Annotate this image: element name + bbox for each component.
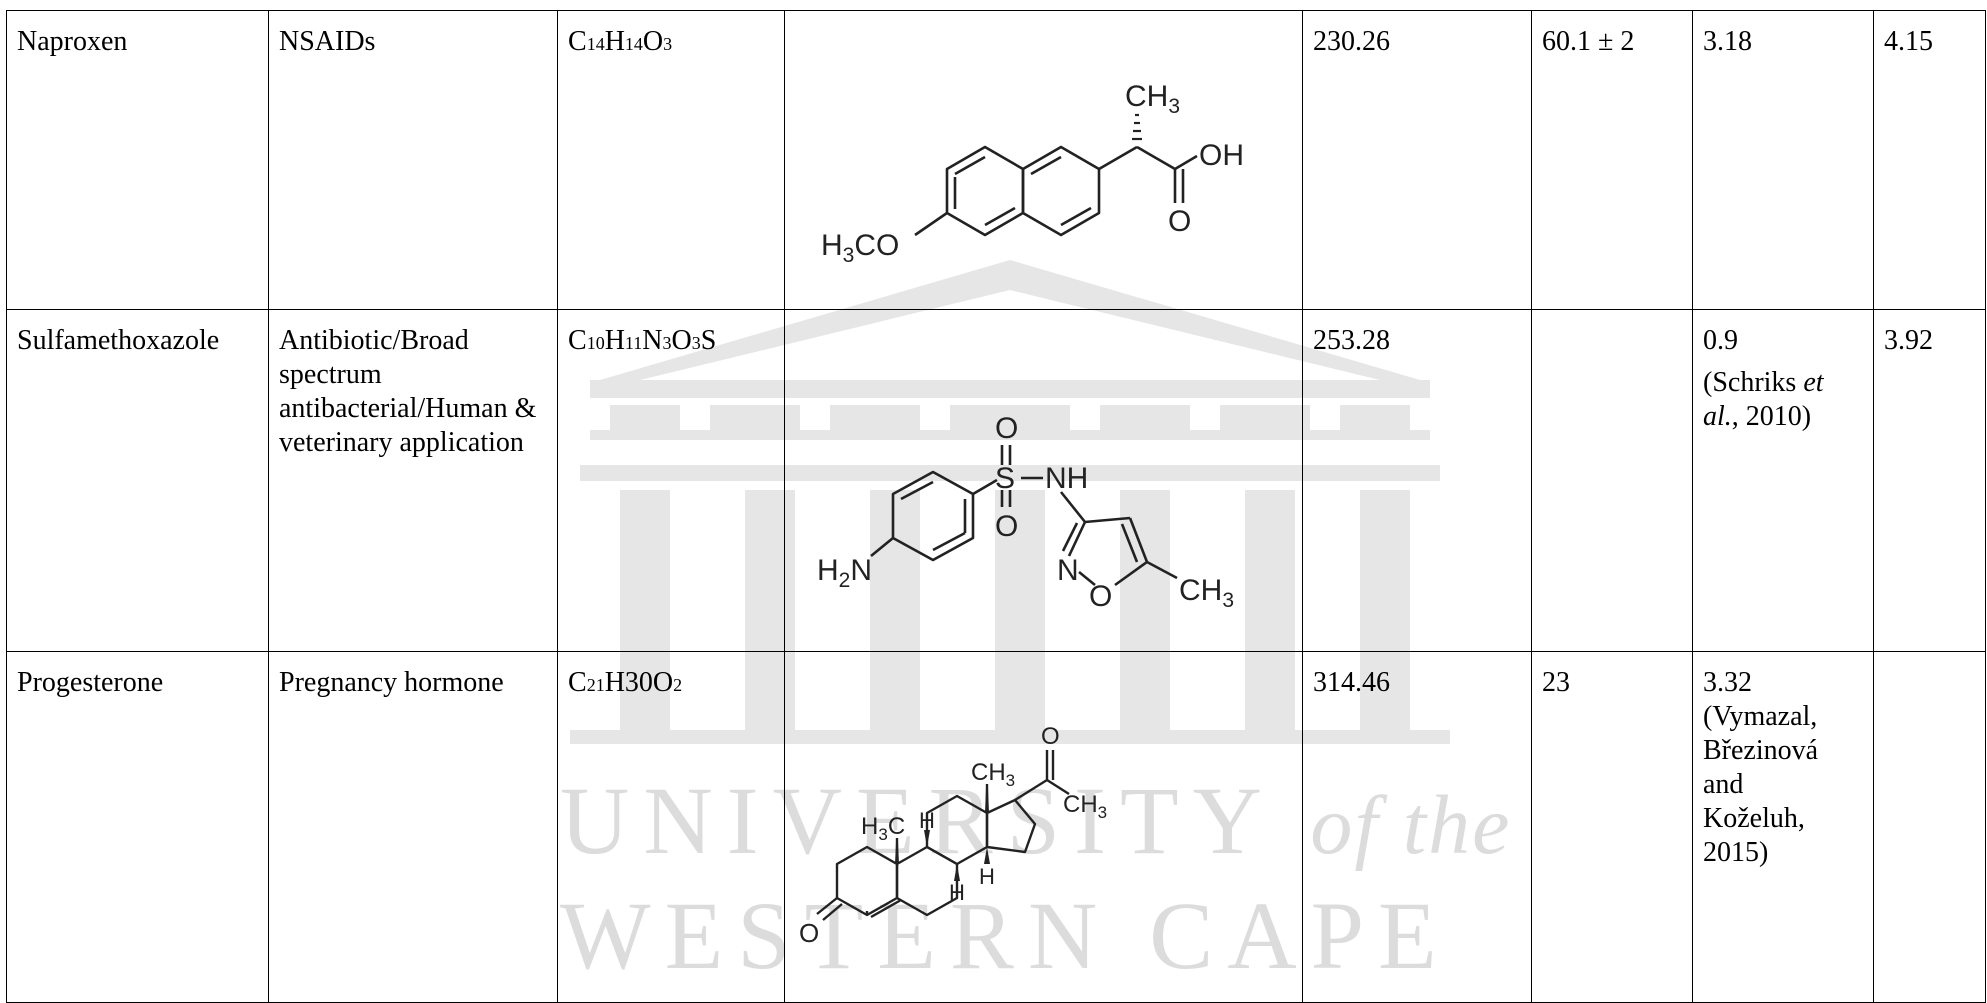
compound-name-cell: Progesterone: [6, 651, 269, 1003]
h-label: H: [919, 808, 935, 833]
col7-cell: 3.32 (Vymazal, Březinová and Koželuh, 20…: [1692, 651, 1874, 1003]
structure-cell: CH3 OH O H3CO: [784, 10, 1303, 310]
compound-name-cell: Naproxen: [6, 10, 269, 310]
reference-line: Březinová: [1703, 735, 1819, 766]
molecular-weight-cell: 314.46: [1302, 651, 1532, 1003]
ch3-label: CH3: [971, 759, 1015, 790]
compound-class-cell: NSAIDs: [268, 10, 558, 310]
formula-cell: C14H14O3: [557, 10, 785, 310]
molecular-weight-cell: 253.28: [1302, 309, 1532, 652]
ch3-label: CH3: [1179, 574, 1234, 612]
col6-cell: 60.1 ± 2: [1531, 10, 1693, 310]
compound-name-cell: Sulfamethoxazole: [6, 309, 269, 652]
reference-line: and: [1703, 769, 1744, 800]
col7-cell: 3.18: [1692, 10, 1874, 310]
h-label: H: [949, 880, 965, 905]
compound-class-cell: Pregnancy hormone: [268, 651, 558, 1003]
ch3-label: CH3: [1125, 80, 1180, 118]
reference-line: Koželuh,: [1703, 803, 1805, 834]
compound-class-cell: Antibiotic/Broad spectrum antibacterial/…: [268, 309, 558, 652]
reference-line: (Vymazal,: [1703, 701, 1818, 732]
reference-line: 2015): [1703, 837, 1769, 868]
formula-cell: C10H11N3O3S: [557, 309, 785, 652]
value-text: 3.32: [1703, 667, 1752, 698]
compound-properties-table: Naproxen NSAIDs C14H14O3: [6, 10, 1986, 1003]
ch3-label: CH3: [1063, 791, 1107, 822]
sulfamethoxazole-structure: O S NH O H2N N O CH3: [817, 412, 1234, 613]
h-label: H: [979, 864, 995, 889]
col8-cell: 4.15: [1873, 10, 1986, 310]
col8-cell: [1873, 651, 1986, 1003]
molecular-weight-cell: 230.26: [1302, 10, 1532, 310]
methoxy-label: H3CO: [821, 229, 899, 267]
sulfonyl-o-top-label: O: [995, 412, 1018, 445]
table-row: Naproxen NSAIDs C14H14O3: [6, 10, 1986, 310]
sulfur-label: S: [995, 462, 1015, 495]
table-row: Progesterone Pregnancy hormone C21H30O2: [6, 651, 1986, 1003]
nh-label: NH: [1045, 462, 1088, 495]
progesterone-structure: O CH3 CH3 H3C H H H O: [799, 723, 1107, 948]
formula-cell: C21H30O2: [557, 651, 785, 1003]
oh-label: OH: [1199, 139, 1244, 172]
h3c-label: H3C: [861, 813, 905, 844]
col7-cell: 0.9 (Schriks et al., 2010): [1692, 309, 1874, 652]
col6-cell: [1531, 309, 1693, 652]
ketone-o-bottom-label: O: [799, 918, 819, 948]
ketone-o-top-label: O: [1041, 723, 1060, 750]
carbonyl-o-label: O: [1168, 205, 1191, 238]
amine-label: H2N: [817, 554, 872, 592]
col6-cell: 23: [1531, 651, 1693, 1003]
table-row: Sulfamethoxazole Antibiotic/Broad spectr…: [6, 309, 1986, 652]
reference-text: (Schriks et al., 2010): [1703, 367, 1824, 432]
structure-cell: O S NH O H2N N O CH3: [784, 309, 1303, 652]
naproxen-structure: CH3 OH O H3CO: [821, 80, 1244, 267]
sulfonyl-o-bottom-label: O: [995, 510, 1018, 543]
structure-cell: O CH3 CH3 H3C H H H O: [784, 651, 1303, 1003]
col8-cell: 3.92: [1873, 309, 1986, 652]
ring-o-label: O: [1089, 580, 1112, 613]
ring-n-label: N: [1057, 554, 1079, 587]
